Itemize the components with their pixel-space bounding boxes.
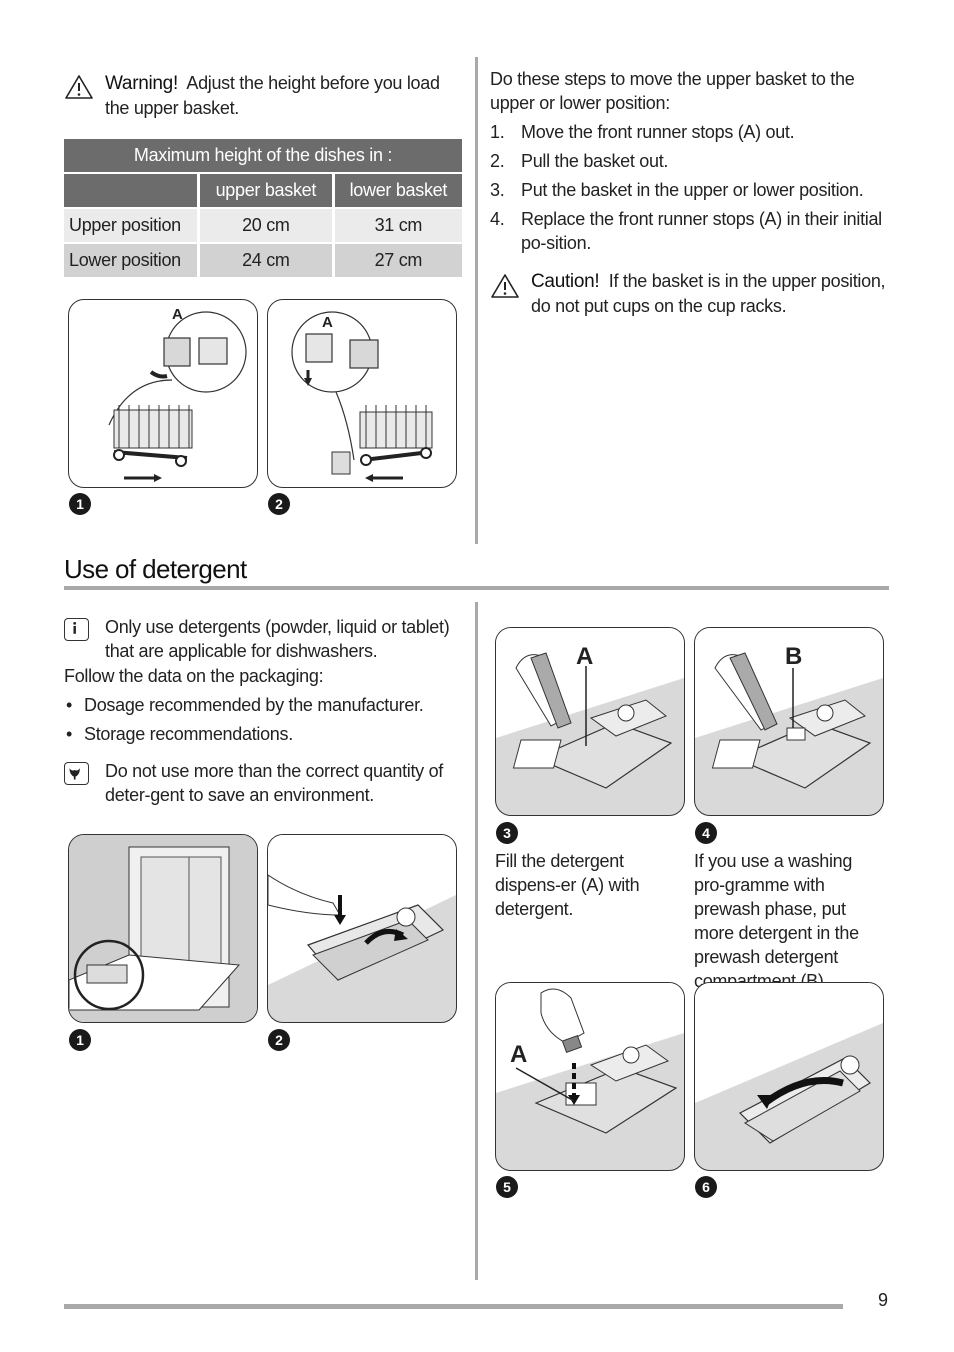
table-header-blank bbox=[64, 172, 199, 208]
warning-label: Warning! bbox=[105, 73, 178, 94]
section-title: Use of detergent bbox=[64, 554, 247, 584]
steps-list: 1.Move the front runner stops (A) out. 2… bbox=[490, 120, 890, 255]
steps-intro: Do these steps to move the upper basket … bbox=[490, 69, 855, 113]
environment-text: Do not use more than the correct quantit… bbox=[105, 761, 443, 805]
caution-block: Caution! If the basket is in the upper p… bbox=[531, 269, 889, 318]
list-item: 4.Replace the front runner stops (A) in … bbox=[490, 209, 882, 253]
dish-height-table: Maximum height of the dishes in : upper … bbox=[64, 139, 462, 277]
table-row: Upper position 20 cm 31 cm bbox=[64, 207, 462, 243]
detergent-figure-5 bbox=[495, 982, 685, 1171]
detergent-figure-3-number: 3 bbox=[496, 822, 518, 844]
detergent-figure-3-caption: Fill the detergent dispens-er (A) with d… bbox=[495, 851, 640, 919]
column-divider-bottom bbox=[475, 602, 478, 1280]
basket-figure-2 bbox=[267, 299, 457, 488]
basket-figure-2-label-a: A bbox=[322, 314, 333, 331]
table-cell: 31 cm bbox=[331, 207, 462, 243]
list-item: Storage recommendations. bbox=[64, 722, 464, 746]
environment-icon bbox=[64, 762, 89, 785]
detergent-figure-2 bbox=[267, 834, 457, 1023]
table-header-upper: upper basket bbox=[197, 172, 334, 208]
info-icon bbox=[64, 618, 89, 641]
list-item: Dosage recommended by the manufacturer. bbox=[64, 693, 464, 717]
warning-text: Adjust the height before you load the up… bbox=[105, 73, 440, 118]
table-cell: 27 cm bbox=[331, 242, 462, 277]
bullet-list: Dosage recommended by the manufacturer. … bbox=[64, 693, 464, 751]
detergent-figure-4-caption: If you use a washing pro-gramme with pre… bbox=[694, 851, 859, 991]
caution-label: Caution! bbox=[531, 271, 600, 292]
table-title: Maximum height of the dishes in : bbox=[64, 139, 462, 173]
list-item: 2.Pull the basket out. bbox=[490, 151, 669, 171]
basket-figure-1-number: 1 bbox=[69, 493, 91, 515]
detergent-figure-1 bbox=[68, 834, 258, 1023]
detergent-figure-3 bbox=[495, 627, 685, 816]
table-row-label: Upper position bbox=[64, 207, 199, 243]
basket-figure-1-label-a: A bbox=[172, 306, 183, 323]
detergent-figure-4-number: 4 bbox=[695, 822, 717, 844]
detergent-figure-3-label-a: A bbox=[576, 643, 594, 670]
table-row: Lower position 24 cm 27 cm bbox=[64, 242, 462, 277]
list-item: 3.Put the basket in the upper or lower p… bbox=[490, 180, 864, 200]
detergent-figure-2-number: 2 bbox=[268, 1029, 290, 1051]
table-header-lower: lower basket bbox=[331, 172, 462, 208]
page-number: 9 bbox=[878, 1290, 889, 1310]
info-text: Only use detergents (powder, liquid or t… bbox=[105, 617, 450, 661]
basket-figure-1 bbox=[68, 299, 258, 488]
detergent-figure-4 bbox=[694, 627, 884, 816]
caution-icon bbox=[490, 273, 520, 299]
detergent-figure-5-label-a: A bbox=[510, 1041, 528, 1068]
list-item: 1.Move the front runner stops (A) out. bbox=[490, 122, 795, 142]
warning-icon bbox=[64, 74, 94, 100]
detergent-figure-1-number: 1 bbox=[69, 1029, 91, 1051]
column-divider-top bbox=[475, 57, 478, 544]
basket-figure-2-number: 2 bbox=[268, 493, 290, 515]
detergent-figure-6 bbox=[694, 982, 884, 1171]
table-row-label: Lower position bbox=[64, 242, 199, 277]
follow-text: Follow the data on the packaging: bbox=[64, 666, 324, 686]
table-cell: 24 cm bbox=[197, 242, 334, 277]
warning-block: Warning! Adjust the height before you lo… bbox=[105, 71, 455, 120]
detergent-figure-5-number: 5 bbox=[496, 1176, 518, 1198]
section-rule bbox=[64, 586, 889, 590]
table-cell: 20 cm bbox=[197, 207, 334, 243]
detergent-figure-6-number: 6 bbox=[695, 1176, 717, 1198]
detergent-figure-4-label-b: B bbox=[785, 643, 803, 670]
caution-text: If the basket is in the upper position, … bbox=[531, 271, 886, 316]
footer-rule bbox=[64, 1304, 843, 1309]
